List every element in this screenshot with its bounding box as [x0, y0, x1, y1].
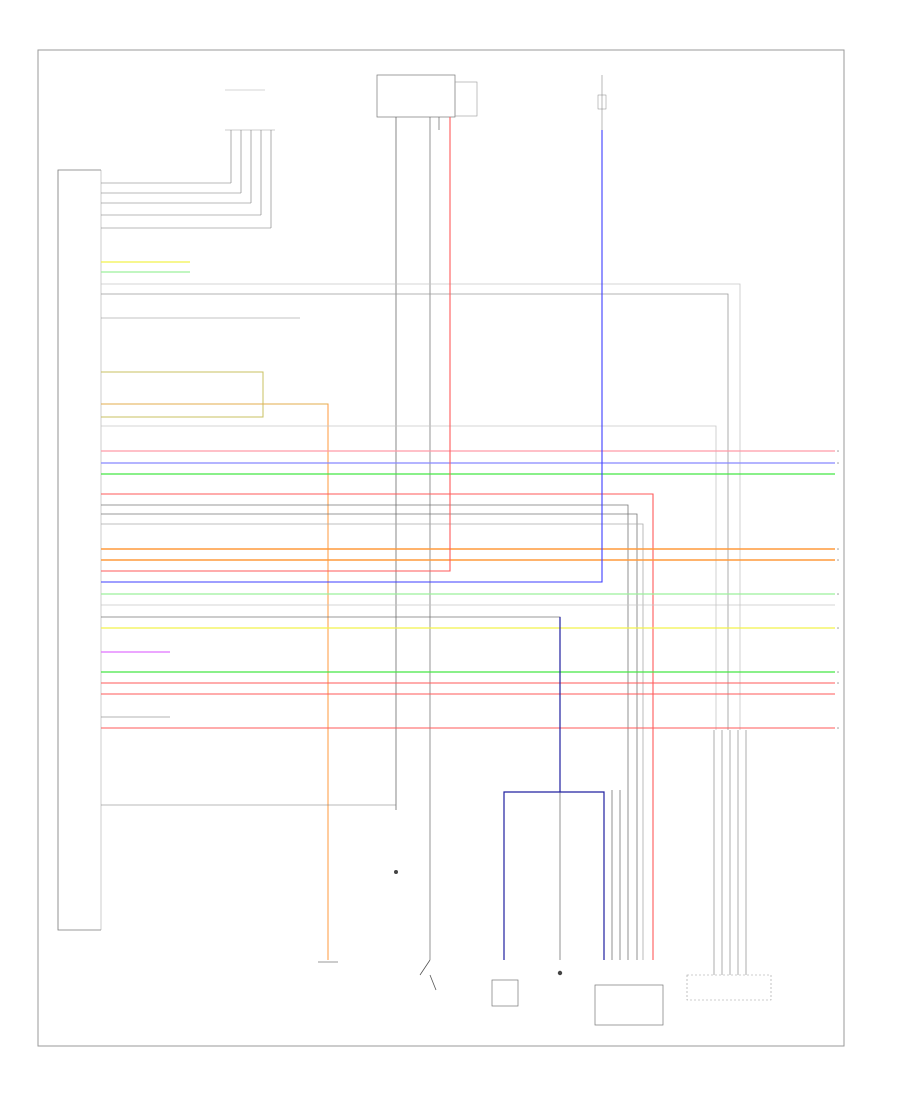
navigation-unit: [57, 169, 102, 931]
component-box-bottom-right: [594, 984, 664, 1026]
component-box-bottom-center: [491, 970, 563, 1007]
wire-terminals-right: [837, 450, 839, 729]
switch-component: [419, 959, 437, 991]
fuse-box-center: [376, 74, 478, 960]
component-gps-antenna: [394, 870, 398, 874]
fuse-right: [597, 75, 607, 130]
diagram-border: [37, 49, 845, 1047]
connector-bottom-right: [686, 974, 772, 1001]
audio-connector-top: [101, 89, 275, 229]
wires: [101, 117, 835, 975]
